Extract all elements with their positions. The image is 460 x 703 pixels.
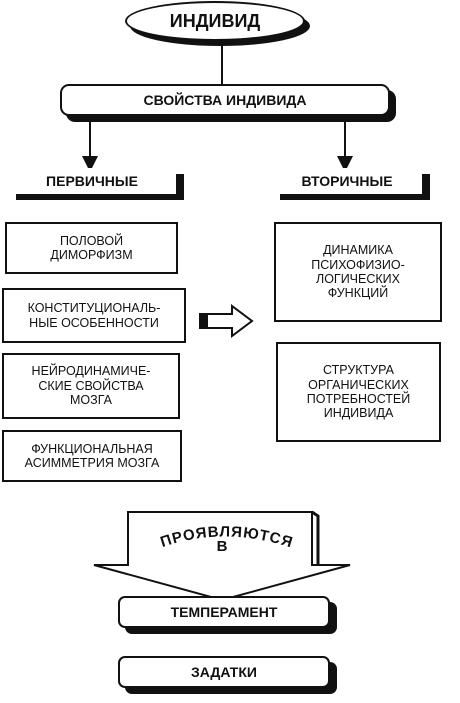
secondary-item-line: ПОТРЕБНОСТЕЙ	[306, 392, 411, 406]
primary-title: ПЕРВИЧНЫЕ	[46, 172, 138, 189]
primary-item: ПОЛОВОЙ ДИМОРФИЗМ	[5, 222, 178, 274]
root-node: ИНДИВИД	[125, 1, 305, 41]
properties-label: СВОЙСТВА ИНДИВИДА	[143, 91, 307, 108]
secondary-item-line: ИНДИВИДА	[323, 406, 394, 421]
primary-item: ФУНКЦИОНАЛЬНАЯ АСИММЕТРИЯ МОЗГА	[2, 430, 182, 482]
properties-node: СВОЙСТВА ИНДИВИДА	[60, 84, 390, 116]
outcome-inclinations: ЗАДАТКИ	[118, 656, 330, 688]
manifest-down-arrow-icon	[93, 510, 351, 602]
primary-header: ПЕРВИЧНЫЕ	[8, 168, 176, 194]
secondary-item-line: ЛОГИЧЕСКИХ	[316, 272, 400, 286]
primary-item-line: ФУНКЦИОНАЛЬНАЯ	[31, 441, 153, 456]
right-block-arrow-icon	[199, 304, 254, 338]
secondary-item-line: ОРГАНИЧЕСКИХ	[308, 377, 409, 392]
primary-item-line: СКИЕ СВОЙСТВА	[38, 378, 144, 393]
primary-item-line: ДИМОРФИЗМ	[50, 248, 133, 262]
manifest-preposition-label: В	[216, 538, 228, 555]
primary-item-line: НЕЙРОДИНАМИЧЕ-	[31, 364, 151, 379]
primary-item-line: АСИММЕТРИЯ МОЗГА	[24, 456, 160, 470]
primary-item-line: НЫЕ ОСОБЕННОСТИ	[29, 315, 159, 330]
root-label: ИНДИВИД	[169, 10, 261, 31]
primary-item-line: КОНСТИТУЦИОНАЛЬ-	[27, 301, 161, 316]
secondary-title: ВТОРИЧНЫЕ	[301, 172, 393, 189]
outcome-label: ЗАДАТКИ	[191, 663, 257, 680]
secondary-item-line: СТРУКТУРА	[323, 363, 394, 378]
primary-item-line: ПОЛОВОЙ	[59, 233, 124, 248]
secondary-item: СТРУКТУРА ОРГАНИЧЕСКИХ ПОТРЕБНОСТЕЙ ИНДИ…	[276, 342, 441, 442]
outcome-label: ТЕМПЕРАМЕНТ	[170, 603, 278, 620]
outcome-temperament: ТЕМПЕРАМЕНТ	[118, 596, 330, 628]
primary-item: КОНСТИТУЦИОНАЛЬ- НЫЕ ОСОБЕННОСТИ	[2, 288, 186, 343]
secondary-header: ВТОРИЧНЫЕ	[272, 168, 422, 194]
manifest-preposition: В	[200, 538, 244, 558]
secondary-item-line: ДИНАМИКА	[323, 243, 393, 258]
secondary-item-line: ПСИХОФИЗИО-	[311, 257, 405, 272]
secondary-item-line: ФУНКЦИЙ	[327, 286, 389, 301]
primary-item-line: МОЗГА	[70, 393, 112, 408]
primary-item: НЕЙРОДИНАМИЧЕ- СКИЕ СВОЙСТВА МОЗГА	[2, 353, 180, 419]
secondary-item: ДИНАМИКА ПСИХОФИЗИО- ЛОГИЧЕСКИХ ФУНКЦИЙ	[274, 222, 442, 322]
